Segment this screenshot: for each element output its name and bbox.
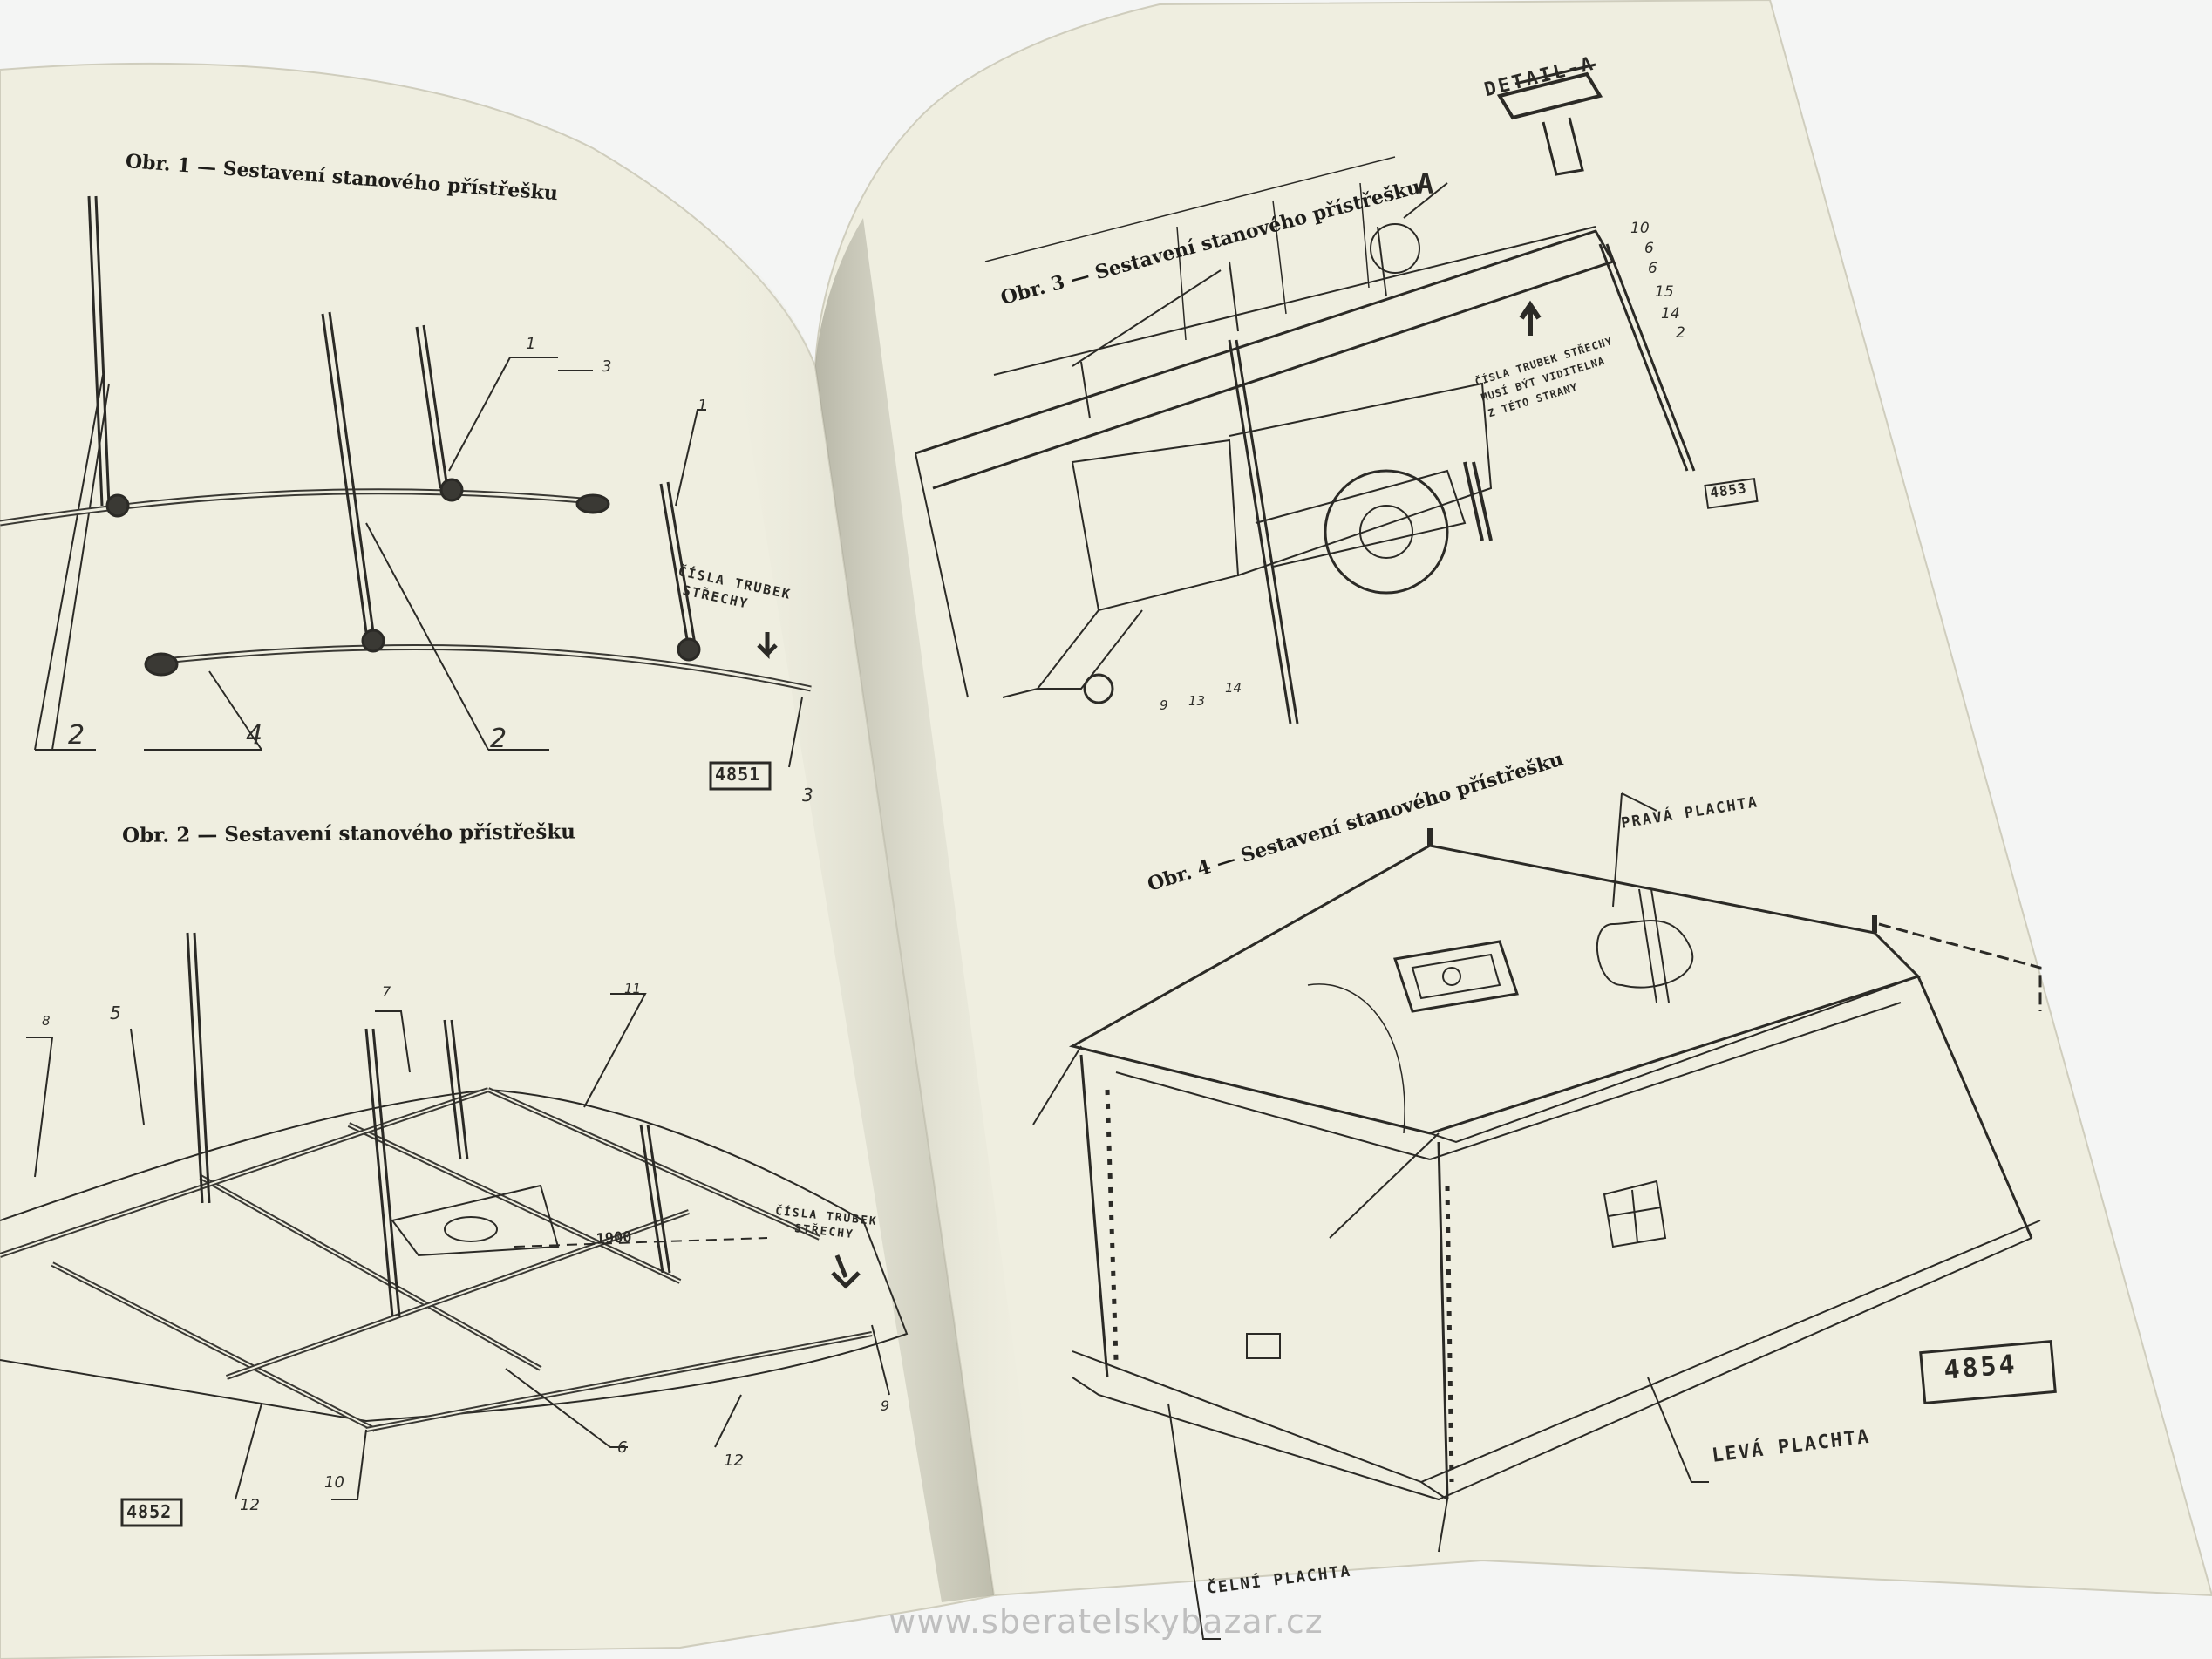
fig3-label-6b: 6 — [1648, 260, 1657, 277]
right-gutter-shadow — [815, 218, 1046, 1595]
fig2-drawing — [0, 932, 909, 1500]
fig2-label-7: 7 — [382, 983, 391, 1000]
fig3-label-14b: 14 — [1225, 680, 1242, 696]
fig3-label-13: 13 — [1188, 693, 1206, 709]
fig2-label-6: 6 — [617, 1438, 628, 1457]
fig1-label-1a: 1 — [526, 335, 536, 353]
fig1-figure-number: 4851 — [715, 764, 761, 785]
fig2-label-8: 8 — [42, 1013, 51, 1029]
fig1-label-2b: 2 — [490, 724, 507, 754]
left-gutter-shadow — [715, 227, 994, 1602]
fig1-label-4: 4 — [246, 720, 263, 751]
fig2-label-5: 5 — [110, 1003, 121, 1023]
fig3-label-6a: 6 — [1644, 240, 1654, 257]
fig3-label-9: 9 — [1160, 697, 1168, 713]
fig3-label-14: 14 — [1661, 305, 1680, 323]
fig1-label-2a: 2 — [68, 720, 85, 751]
watermark: www.sberatelskybazar.cz — [888, 1602, 1324, 1641]
fig1-label-1b: 1 — [698, 397, 708, 415]
fig2-dimension: 1900 — [596, 1228, 633, 1248]
fig1-label-3b: 3 — [802, 785, 813, 806]
fig4-drawing — [1032, 792, 2057, 1640]
fig2-label-12b: 12 — [724, 1452, 744, 1470]
fig2-figure-number: 4852 — [126, 1501, 173, 1522]
left-page — [0, 62, 996, 1659]
fig1-label-3a: 3 — [602, 357, 612, 376]
fig3-detail-marker: A — [1417, 167, 1434, 201]
right-page — [813, 0, 2212, 1597]
fig3-label-10: 10 — [1630, 220, 1650, 237]
figure-number-frames — [120, 761, 772, 1527]
fig2-label-9: 9 — [881, 1397, 890, 1414]
fig2-caption: Obr. 2 — Sestavení stanového přístřešku — [122, 819, 576, 847]
fig2-label-10: 10 — [324, 1473, 344, 1492]
fig3-drawing — [915, 63, 1759, 724]
fig2-label-12a: 12 — [240, 1496, 260, 1514]
fig1-drawing — [0, 195, 812, 768]
fig3-label-15: 15 — [1655, 283, 1674, 301]
fig2-label-11: 11 — [624, 981, 642, 996]
fig3-label-2: 2 — [1676, 324, 1685, 342]
fig4-figure-number: 4854 — [1943, 1349, 2018, 1386]
